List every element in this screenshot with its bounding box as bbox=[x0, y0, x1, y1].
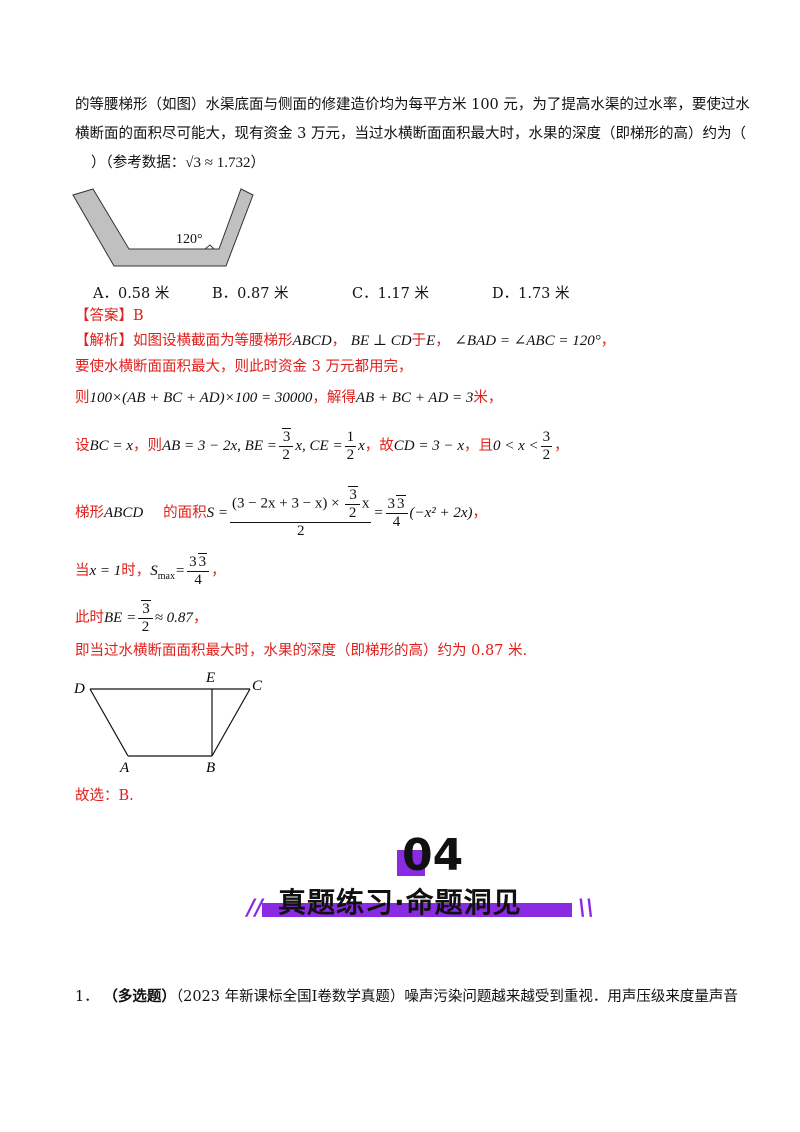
label-a: A bbox=[119, 760, 130, 776]
banner-underline bbox=[262, 903, 572, 917]
analysis-line-2: 要使水横断面面积最大，则此时资金 3 万元都用完， bbox=[75, 359, 413, 375]
analysis-line-1: 【解析】如图设横截面为等腰梯形ABCD， BE ⊥ CD于E， ∠BAD = ∠… bbox=[75, 333, 616, 349]
option-d: D．1.73 米 bbox=[492, 286, 570, 302]
option-c: C．1.17 米 bbox=[352, 286, 429, 302]
label-d: D bbox=[73, 681, 85, 697]
label-b: B bbox=[206, 760, 215, 776]
option-b: B．0.87 米 bbox=[212, 286, 289, 302]
label-c: C bbox=[252, 678, 263, 694]
section-title: 真题练习·命题洞见 bbox=[278, 886, 522, 919]
analysis-line-3: 则100×(AB + BC + AD)×100 = 30000，解得AB + B… bbox=[75, 390, 503, 406]
angle-label: 120° bbox=[176, 232, 203, 247]
banner-accent bbox=[397, 850, 425, 876]
label-e: E bbox=[205, 672, 215, 686]
channel-figure: 120° bbox=[72, 188, 254, 267]
answer: 【答案】B bbox=[75, 308, 144, 324]
question-1-tag: （多选题） bbox=[103, 988, 176, 1005]
banner-slash-right: \\ bbox=[578, 896, 595, 921]
analysis-conclusion: 故选：B. bbox=[75, 788, 134, 804]
question-1: 1． （多选题）（2023 年新课标全国Ⅰ卷数学真题）噪声污染问题越来越受到重视… bbox=[75, 988, 738, 1005]
trapezoid-figure: D E C A B bbox=[73, 672, 263, 776]
section-number: 04 bbox=[402, 830, 464, 881]
problem-line-2: 横断面的面积尽可能大，现有资金 3 万元，当过水横断面面积最大时，水果的深度（即… bbox=[75, 126, 746, 142]
problem-line-3: ）（参考数据：√3 ≈ 1.732） bbox=[91, 155, 265, 171]
reference-value: √3 ≈ 1.732 bbox=[185, 155, 251, 171]
analysis-line-8: 即当过水横断面面积最大时，水果的深度（即梯形的高）约为 0.87 米. bbox=[75, 643, 528, 659]
banner-slash-left: // bbox=[247, 896, 264, 921]
option-a: A．0.58 米 bbox=[93, 286, 170, 302]
problem-line-1: 的等腰梯形（如图）水渠底面与侧面的修建造价均为每平方米 100 元，为了提高水渠… bbox=[75, 97, 750, 113]
